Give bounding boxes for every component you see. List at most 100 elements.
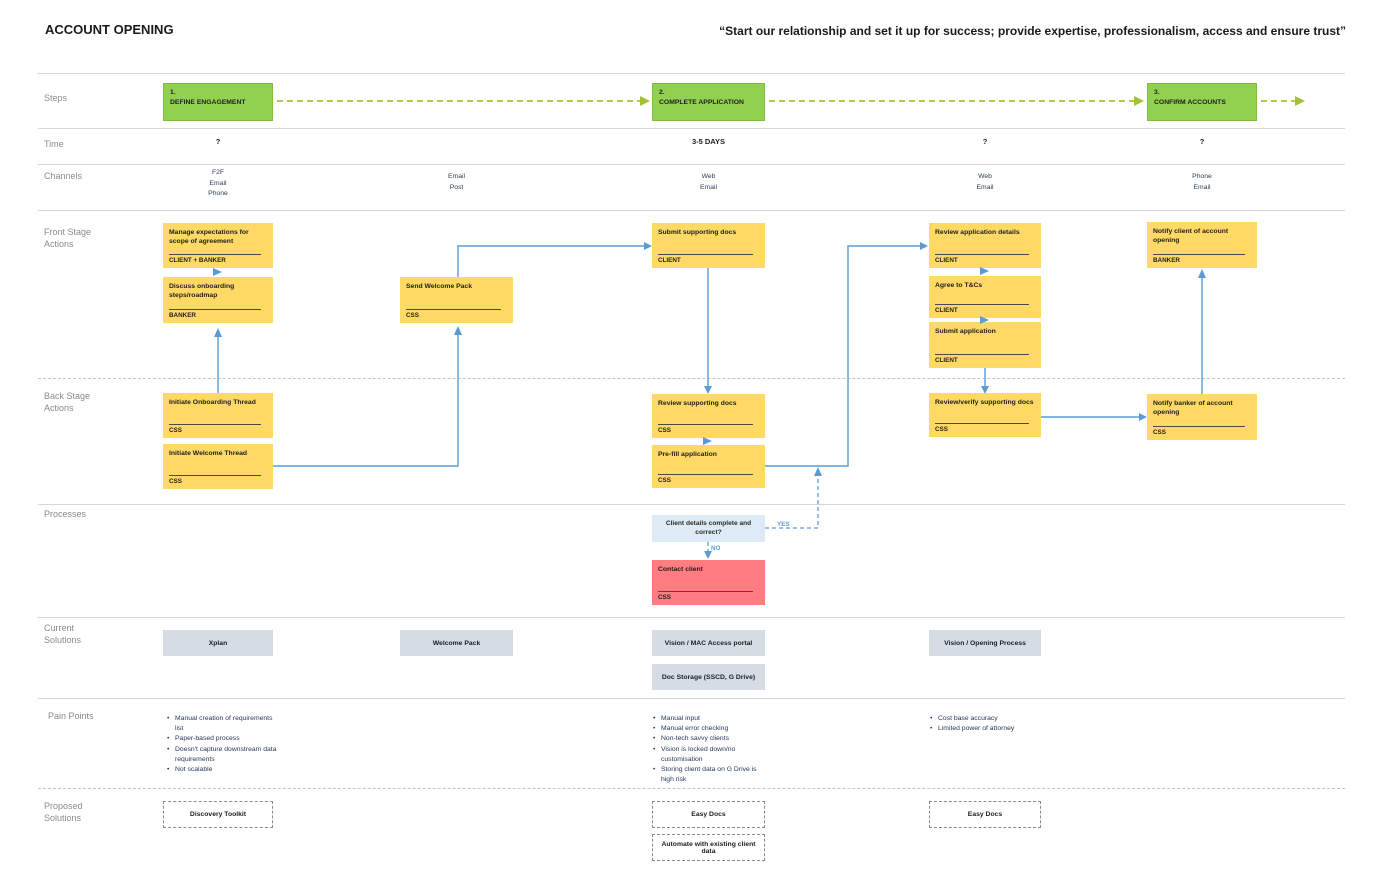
action-actor: CSS	[935, 426, 948, 433]
row-divider	[38, 698, 1345, 699]
pain-point: Paper-based process	[166, 734, 278, 744]
back-stage-box-initiate-welcome-thread: Initiate Welcome Thread CSS	[163, 444, 273, 489]
row-label-time: Time	[44, 139, 64, 149]
front-stage-box-manage-expectations: Manage expectations for scope of agreeme…	[163, 223, 273, 268]
action-actor: CSS	[658, 427, 671, 434]
action-title: Pre-fill application	[658, 451, 717, 458]
action-title: Review/verify supporting docs	[935, 399, 1034, 406]
channels-col-5: Phone Email	[1192, 173, 1212, 191]
process-box-contact-client: Contact client CSS	[652, 560, 765, 605]
current-solution-vision-opening-process: Vision / Opening Process	[929, 630, 1041, 656]
proposed-solution-easy-docs-2: Easy Docs	[929, 801, 1041, 828]
front-stage-box-agree-to-tcs: Agree to T&Cs CLIENT	[929, 276, 1041, 318]
pain-point: Vision is locked down/no customisation	[652, 745, 764, 765]
step-number: 3.	[1154, 89, 1160, 96]
back-stage-box-prefill-application: Pre-fill application CSS	[652, 445, 765, 488]
action-title: Review application details	[935, 229, 1020, 236]
time-value-2: 3-5 DAYS	[691, 137, 726, 146]
action-title: Discuss onboarding steps/roadmap	[169, 283, 235, 300]
row-label-steps: Steps	[44, 93, 68, 103]
pain-point: Manual creation of requirements list	[166, 714, 278, 734]
action-title: Initiate Welcome Thread	[169, 450, 248, 457]
pain-point: Manual input	[652, 714, 764, 724]
row-divider	[38, 210, 1345, 211]
divider	[169, 424, 262, 425]
divider	[935, 423, 1029, 424]
divider	[169, 309, 262, 310]
proposed-solution-automate-client-data: Automate with existing client data	[652, 834, 765, 861]
action-title: Notify client of account opening	[1153, 228, 1229, 245]
vision-quote: “Start our relationship and set it up fo…	[719, 24, 1346, 38]
row-label-back-stage: Back Stage Actions	[44, 391, 91, 414]
action-title: Initiate Onboarding Thread	[169, 399, 256, 406]
yes-branch-label: YES	[777, 521, 790, 528]
row-label-processes: Processes	[44, 509, 87, 519]
pain-point: Non-tech savvy clients	[652, 734, 764, 744]
decision-box-client-details: Client details complete and correct?	[652, 515, 765, 542]
time-value-4: ?	[1199, 137, 1205, 146]
action-actor: CLIENT	[658, 257, 681, 264]
front-stage-box-discuss-onboarding: Discuss onboarding steps/roadmap BANKER	[163, 277, 273, 323]
action-actor: CSS	[169, 478, 182, 485]
current-solution-vision-mac-portal: Vision / MAC Access portal	[652, 630, 765, 656]
action-actor: BANKER	[1153, 257, 1180, 264]
page-title: ACCOUNT OPENING	[45, 22, 174, 37]
action-actor: CLIENT	[935, 357, 958, 364]
row-label-pain-points: Pain Points	[48, 711, 94, 721]
divider	[406, 309, 501, 310]
action-actor: CSS	[1153, 429, 1166, 436]
pain-point: Not scalable	[166, 765, 278, 775]
row-divider	[38, 617, 1345, 618]
no-branch-label: NO	[711, 545, 721, 552]
action-title: Manage expectations for scope of agreeme…	[169, 229, 249, 246]
step-label: CONFIRM ACCOUNTS	[1154, 98, 1226, 106]
divider	[658, 424, 753, 425]
row-label-front-stage: Front Stage Actions	[44, 227, 92, 250]
step-number: 2.	[659, 89, 665, 96]
row-divider	[38, 73, 1345, 74]
back-stage-box-review-verify-supporting-docs: Review/verify supporting docs CSS	[929, 393, 1041, 437]
action-actor: BANKER	[169, 312, 196, 319]
row-label-current-solutions: Current Solutions	[44, 623, 82, 646]
channels-col-2: Email Post	[448, 173, 465, 191]
action-actor: CLIENT + BANKER	[169, 257, 226, 264]
front-stage-box-submit-application: Submit application CLIENT	[929, 322, 1041, 368]
step-label: DEFINE ENGAGEMENT	[170, 98, 246, 106]
current-solution-doc-storage: Doc Storage (SSCD, G Drive)	[652, 664, 765, 690]
current-solution-welcome-pack: Welcome Pack	[400, 630, 513, 656]
row-divider	[38, 504, 1345, 505]
pain-point: Limited power of attorney	[929, 724, 1049, 734]
action-actor: CSS	[406, 312, 419, 319]
row-label-proposed-solutions: Proposed Solutions	[44, 801, 83, 824]
action-title: Contact client	[658, 566, 703, 573]
row-label-channels: Channels	[44, 171, 83, 181]
pain-points-list-3: Manual input Manual error checking Non-t…	[652, 714, 764, 785]
back-stage-box-initiate-onboarding-thread: Initiate Onboarding Thread CSS	[163, 393, 273, 438]
action-title: Review supporting docs	[658, 400, 737, 407]
divider	[935, 254, 1029, 255]
front-stage-box-notify-client: Notify client of account opening BANKER	[1147, 222, 1257, 268]
divider	[169, 254, 262, 255]
action-title: Submit application	[935, 328, 996, 335]
front-stage-box-submit-supporting-docs: Submit supporting docs CLIENT	[652, 223, 765, 268]
line-of-visibility	[38, 378, 1345, 379]
divider	[1153, 426, 1246, 427]
time-value-3: ?	[982, 137, 988, 146]
channels-col-3: Web Email	[700, 173, 717, 191]
divider	[935, 304, 1029, 305]
pain-point: Storing client data on G Drive is high r…	[652, 765, 764, 785]
back-stage-box-notify-banker: Notify banker of account opening CSS	[1147, 394, 1257, 440]
pain-points-list-4: Cost base accuracy Limited power of atto…	[929, 714, 1049, 735]
row-divider	[38, 128, 1345, 129]
back-stage-box-review-supporting-docs: Review supporting docs CSS	[652, 394, 765, 438]
action-title: Agree to T&Cs	[935, 282, 983, 289]
divider	[169, 475, 262, 476]
pain-point: Manual error checking	[652, 724, 764, 734]
action-title: Send Welcome Pack	[406, 283, 472, 290]
row-divider	[38, 164, 1345, 165]
proposed-solution-discovery-toolkit: Discovery Toolkit	[163, 801, 273, 828]
action-actor: CSS	[658, 477, 671, 484]
channels-col-1: F2F Email Phone	[208, 169, 228, 198]
action-title: Notify banker of account opening	[1153, 400, 1233, 417]
pain-point: Doesn't capture downstream data requirem…	[166, 745, 278, 765]
